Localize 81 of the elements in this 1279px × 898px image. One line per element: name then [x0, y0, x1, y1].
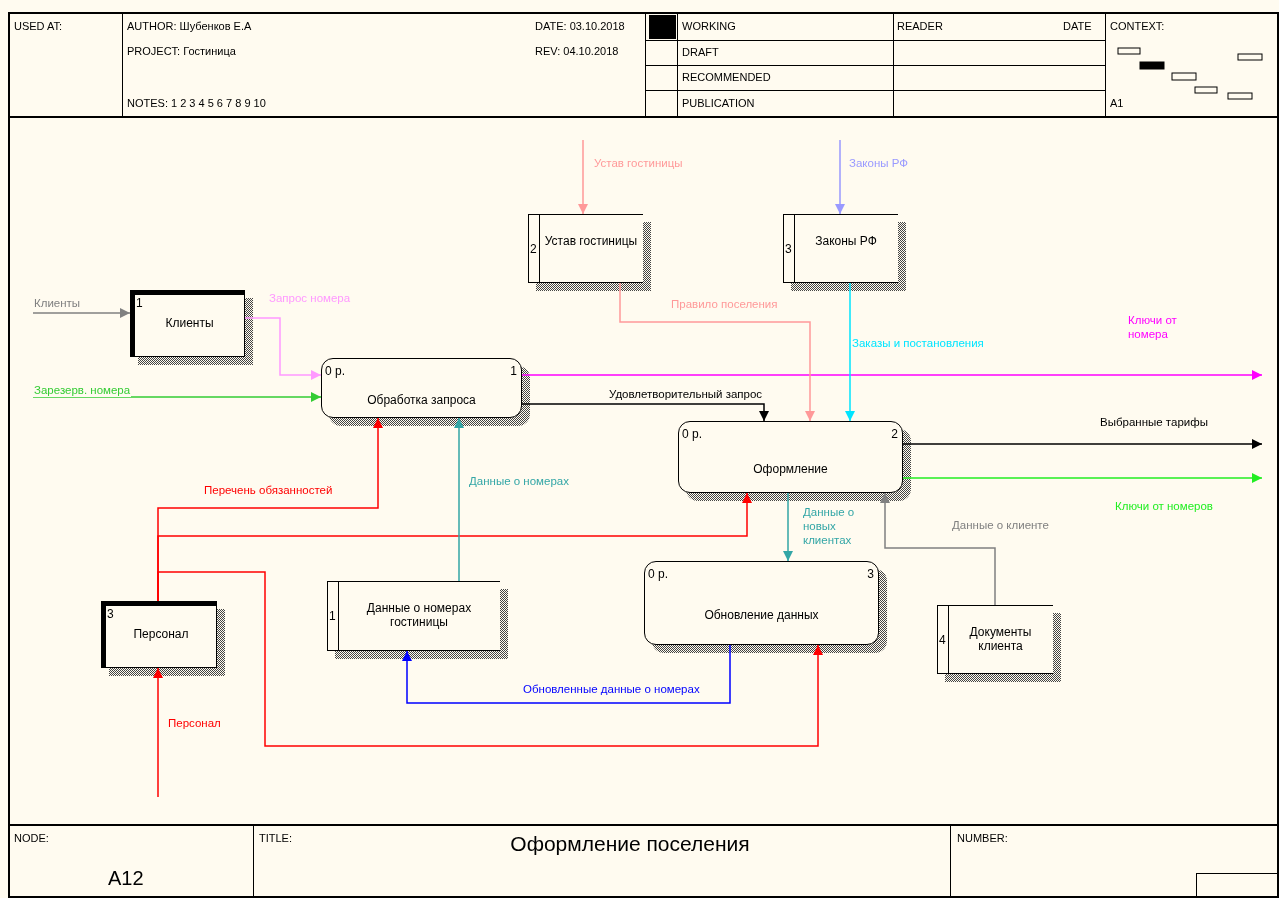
frame-label: TITLE: [259, 832, 292, 845]
entity-number: 3 [107, 607, 114, 621]
store-number: 2 [530, 241, 537, 256]
frame-label: READER [897, 20, 943, 33]
store-number: 1 [329, 609, 336, 623]
process-name: Оформление [752, 462, 829, 476]
process-number: 1 [510, 364, 517, 378]
frame-label: DATE [1063, 20, 1092, 33]
process-box [678, 421, 903, 493]
edge-label: Ключи от номеров [1114, 499, 1214, 513]
arrow [32, 392, 322, 402]
diagram-title: Оформление поселения [509, 831, 751, 857]
process-number: 3 [867, 567, 874, 581]
store-name: Законы РФ [814, 233, 878, 248]
frame-label: DRAFT [682, 46, 719, 59]
frame-label: PROJECT: Гостиница [127, 45, 236, 58]
arrow [902, 439, 1263, 449]
frame-label: NUMBER: [957, 832, 1008, 845]
frame-label: REV: 04.10.2018 [535, 45, 619, 58]
process-name: Обновление данных [703, 608, 820, 622]
process-cost: 0 р. [682, 427, 702, 441]
store-number: 3 [785, 241, 792, 256]
arrow [880, 492, 996, 606]
store-name: Устав гостиницы [543, 233, 639, 248]
process-box [644, 561, 879, 645]
process-number: 2 [891, 427, 898, 441]
frame-label: CONTEXT: [1110, 20, 1165, 33]
entity-name: Клиенты [164, 315, 215, 330]
frame-label: A1 [1110, 97, 1124, 110]
edge-label: Персонал [167, 716, 222, 730]
data-store-box [528, 214, 643, 283]
edge-label: Данные о номерах [468, 474, 570, 488]
arrow [902, 473, 1263, 483]
arrow [835, 139, 845, 215]
arrow [153, 667, 163, 798]
external-entity-box [130, 290, 245, 357]
edge-label: Выбранные тарифы [1099, 415, 1209, 429]
store-name: Данные о номерах гостиницы [365, 601, 473, 629]
data-store-box [327, 581, 500, 651]
edge-label: Данные о клиенте [951, 518, 1050, 532]
external-entity-box [101, 601, 217, 668]
frame-label: PUBLICATION [682, 97, 755, 110]
arrow [845, 282, 855, 422]
edge-label: Законы РФ [848, 156, 909, 170]
arrow [578, 139, 588, 215]
edge-label: Устав гостиницы [593, 156, 684, 170]
edge-label: Запрос номера [268, 291, 352, 305]
frame-label: NODE: [14, 832, 49, 845]
store-number: 4 [939, 632, 946, 647]
arrow [157, 571, 823, 747]
edge-label: Клиенты [33, 296, 82, 310]
edge-label: Заказы и постановления [851, 336, 985, 350]
edge-label: Правило поселения [670, 297, 779, 311]
store-name: Документы клиента [968, 624, 1033, 653]
process-box [321, 358, 522, 418]
entity-name: Персонал [132, 626, 190, 641]
data-store-box [783, 214, 898, 283]
frame-label: WORKING [682, 20, 736, 33]
arrow [521, 370, 1263, 380]
arrow [244, 317, 322, 380]
frame-label: DATE: 03.10.2018 [535, 20, 625, 33]
arrow [402, 644, 731, 704]
frame-label: USED AT: [14, 20, 63, 33]
node-number: A12 [108, 866, 144, 890]
process-name: Обработка запроса [366, 393, 477, 407]
frame-label: AUTHOR: Шубенков Е.А [127, 20, 252, 33]
arrow [454, 417, 464, 582]
process-cost: 0 р. [648, 567, 668, 581]
data-store-box [937, 605, 1053, 674]
edge-label: Перечень обязанностей [203, 483, 334, 497]
arrow [521, 403, 769, 422]
edge-label: Обновленные данные о номерах [522, 682, 701, 696]
process-cost: 0 р. [325, 364, 345, 378]
entity-number: 1 [136, 296, 143, 310]
edge-label: Удовлетворительный запрос [608, 387, 764, 401]
arrow [619, 282, 815, 422]
frame-label: RECOMMENDED [682, 71, 771, 84]
arrow [783, 492, 793, 562]
arrow [32, 308, 131, 318]
edge-label: Зарезерв. номера [33, 383, 132, 397]
frame-label: NOTES: 1 2 3 4 5 6 7 8 9 10 [127, 97, 266, 110]
